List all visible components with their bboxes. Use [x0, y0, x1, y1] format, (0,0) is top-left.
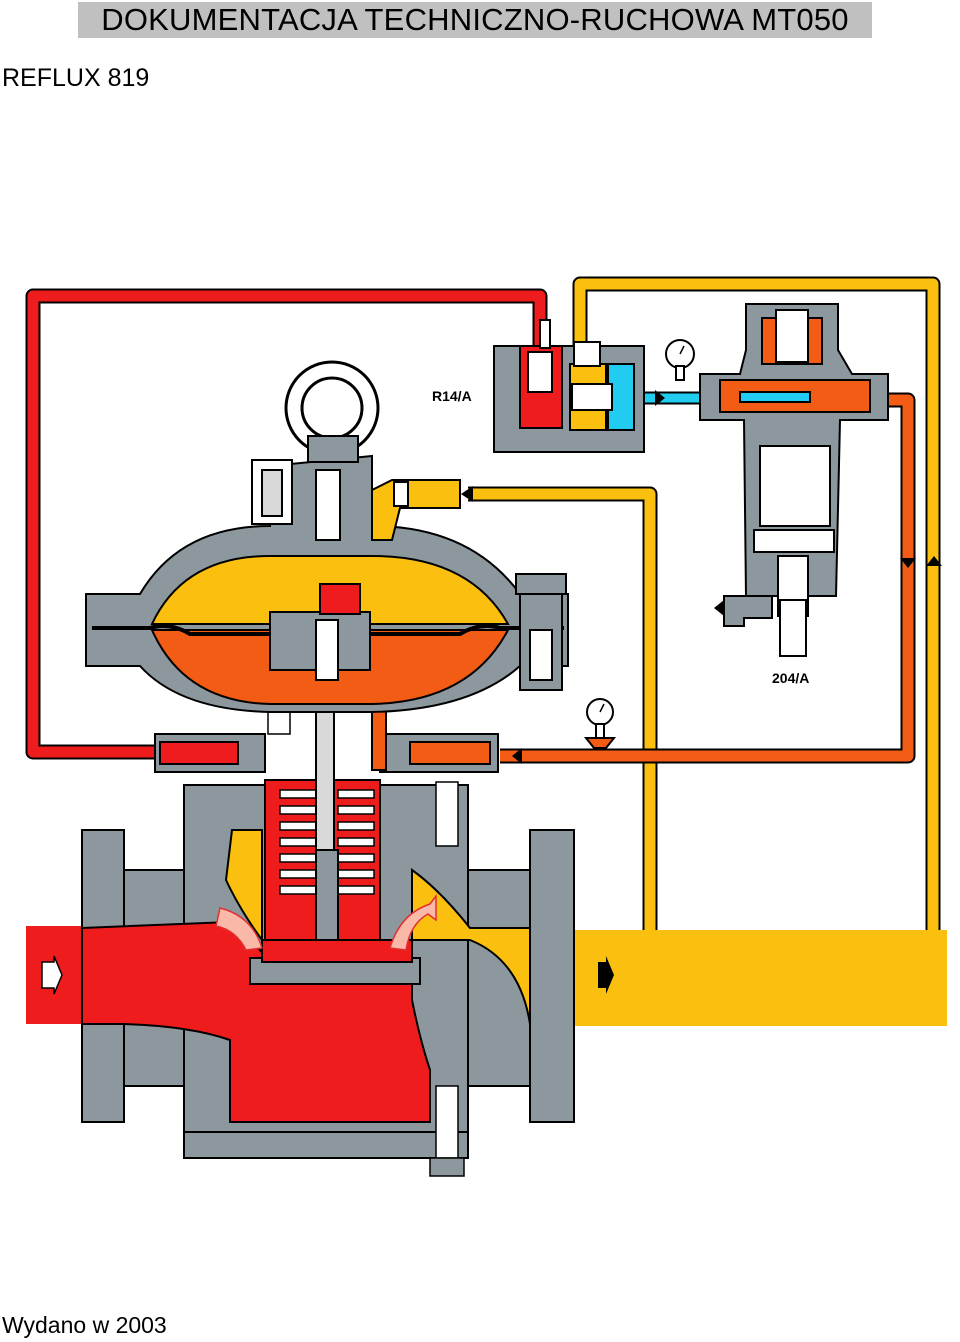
flow-swirl-icon	[215, 907, 263, 951]
outlet-flow-arrow-icon	[598, 956, 614, 994]
document-title: DOKUMENTACJA TECHNICZNO-RUCHOWA MT050	[78, 2, 872, 38]
pilot-r14a: R14/A	[432, 319, 695, 453]
motorization-connector	[154, 693, 499, 773]
arrow-icon	[461, 486, 473, 502]
pre-regulator-spring	[759, 445, 831, 527]
valve-plug	[261, 939, 413, 963]
arrow-icon	[926, 556, 942, 566]
bottom-cover	[183, 1131, 469, 1159]
pipe-lines	[25, 276, 941, 932]
actuator-head	[85, 454, 569, 713]
inlet-flow-arrow-icon	[41, 955, 63, 995]
document-footer: Wydano w 2003	[2, 1312, 167, 1338]
arrow-icon	[900, 558, 916, 568]
valve-cartridge	[264, 659, 381, 951]
pilot-label: R14/A	[432, 388, 472, 404]
main-pipeline	[26, 926, 947, 1026]
head-fitting	[371, 479, 461, 541]
lifting-eye-bolt	[284, 360, 380, 463]
pre-regulator-label: 204/A	[772, 670, 809, 686]
outlet-flange	[529, 829, 575, 1123]
arrow-icon	[512, 748, 522, 764]
arrow-icon	[714, 600, 724, 616]
lower-spring	[315, 849, 339, 941]
head-spring	[315, 469, 341, 541]
line-arrows	[461, 390, 942, 764]
document-subtitle: REFLUX 819	[2, 64, 150, 92]
motorization-gauge	[583, 698, 617, 749]
pre-regulator-204a: 204/A	[699, 303, 889, 686]
arrow-icon	[655, 390, 665, 406]
regulator-body	[81, 784, 575, 1159]
head-side-nut	[515, 573, 567, 691]
outlet-pipe	[575, 930, 947, 1026]
travel-indicator	[251, 459, 293, 525]
flow-swirl-icon	[389, 893, 437, 951]
